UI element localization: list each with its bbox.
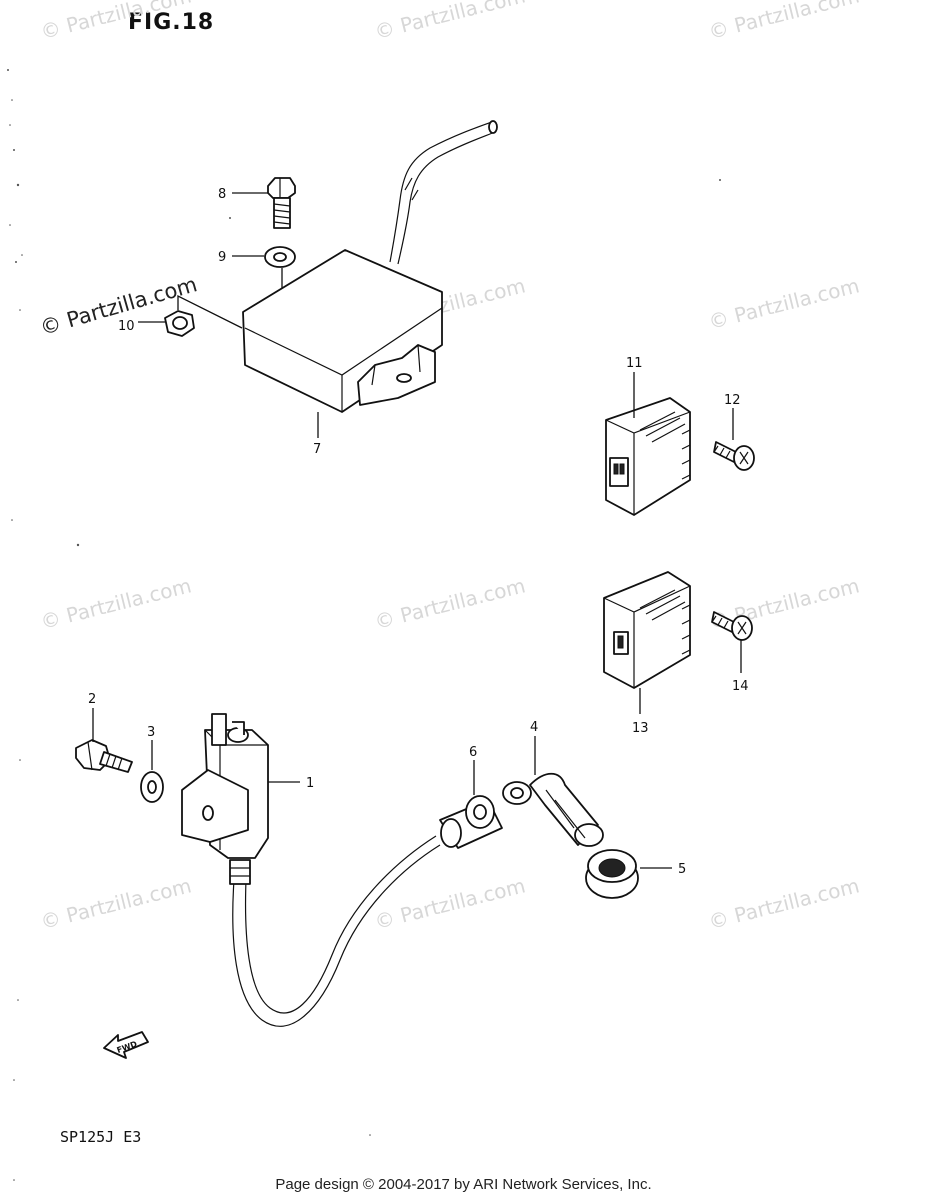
screw-part-14[interactable] (711, 611, 753, 641)
callouts: 8 9 10 7 11 12 13 14 1 2 3 6 4 5 (88, 187, 749, 877)
plug-cap-part-4[interactable] (502, 772, 604, 847)
bolt-part-8[interactable] (267, 177, 296, 229)
cap-part-6[interactable] (439, 795, 503, 849)
callout-7: 7 (313, 442, 321, 457)
callout-4: 4 (530, 720, 538, 735)
nut-part-10[interactable] (164, 310, 195, 337)
ignition-coil-part-1[interactable] (181, 713, 441, 1027)
washer-part-9[interactable] (264, 246, 296, 268)
callout-11: 11 (626, 356, 643, 371)
model-code: SP125J E3 (60, 1128, 142, 1146)
callout-9: 9 (218, 250, 226, 265)
bolt-part-2[interactable] (75, 739, 133, 773)
regulator-part-13[interactable] (603, 571, 691, 689)
figure-title: FIG.18 (128, 10, 215, 35)
callout-6: 6 (469, 745, 477, 760)
callout-10: 10 (118, 319, 135, 334)
regulator-part-11[interactable] (605, 397, 691, 516)
washer-part-3[interactable] (140, 771, 164, 803)
callout-14: 14 (732, 679, 749, 694)
callout-1: 1 (306, 776, 314, 791)
callout-3: 3 (147, 725, 155, 740)
callout-12: 12 (724, 393, 741, 408)
screw-part-12[interactable] (713, 441, 755, 471)
fwd-arrow-icon: FWD (103, 1031, 149, 1059)
cdi-unit-part-7[interactable] (242, 120, 498, 413)
scan-noise (7, 69, 721, 1181)
callout-13: 13 (632, 721, 649, 736)
callout-2: 2 (88, 692, 96, 707)
leader-lines (92, 192, 742, 869)
cap-part-5[interactable] (585, 849, 639, 899)
page-footer: Page design © 2004-2017 by ARI Network S… (275, 1176, 652, 1193)
callout-5: 5 (678, 862, 686, 877)
callout-8: 8 (218, 187, 226, 202)
